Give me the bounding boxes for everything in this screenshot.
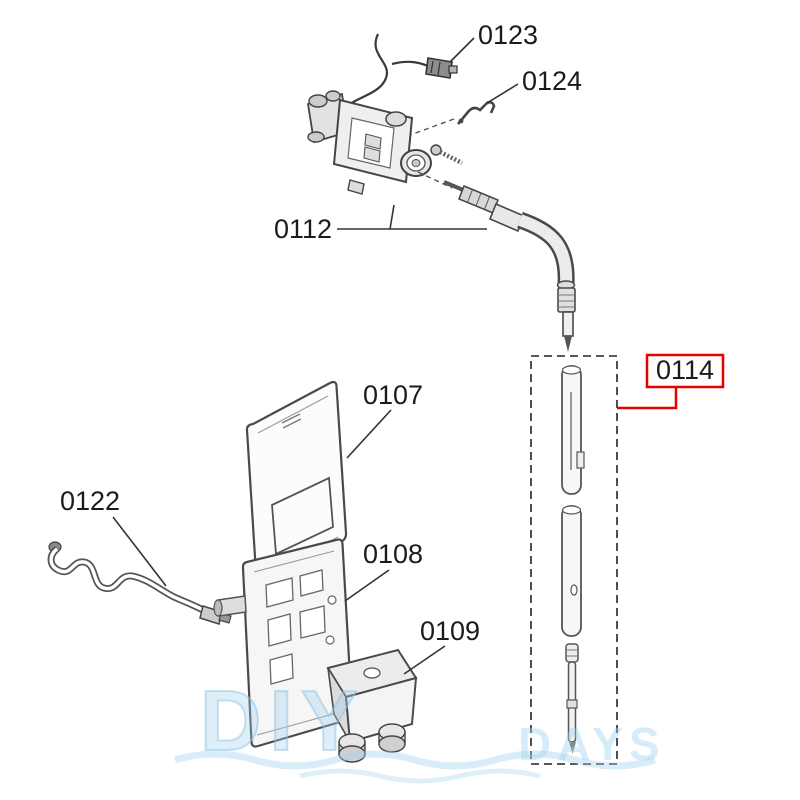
part-0114-group — [530, 355, 618, 765]
hose-fill — [49, 547, 208, 614]
block-barrel-core — [411, 159, 421, 167]
clip-shape — [457, 100, 496, 125]
collar-rib — [467, 189, 473, 203]
panel-hole — [327, 595, 337, 605]
nozzle-tip — [564, 336, 572, 352]
connector-detail — [437, 61, 441, 76]
panel-cutout — [299, 569, 324, 597]
watermark: DIY DAYS — [173, 673, 666, 784]
wire — [349, 33, 389, 105]
block-knob — [307, 131, 325, 143]
part-label-0123: 0123 — [478, 20, 538, 50]
upper-tube-notch — [576, 451, 585, 469]
screw — [430, 144, 464, 166]
part-label-0122: 0122 — [60, 486, 120, 516]
panel-slot — [281, 413, 301, 424]
panel-inner-border — [253, 550, 345, 736]
block-knob — [308, 94, 328, 108]
highlight-label-0114: 0114 — [617, 353, 725, 410]
lower-tube-hole — [570, 584, 578, 596]
bracket-foot-right-bottom — [378, 735, 406, 753]
leader-0124 — [486, 83, 519, 104]
connector-detail — [430, 60, 434, 74]
dashed-boundary-box — [530, 355, 618, 765]
highlight-leader — [617, 388, 678, 410]
part-0122-hose — [47, 541, 232, 625]
watermark-text-left: DIY — [200, 674, 366, 769]
panel-hole — [325, 635, 335, 645]
panel-cutout — [269, 653, 294, 685]
part-label-0114: 0114 — [656, 355, 714, 385]
elbow-tube-fill — [517, 214, 573, 285]
block-detail — [363, 146, 381, 163]
panel-nozzle-cap — [213, 599, 223, 617]
part-0112-assembly — [306, 33, 576, 352]
leader-0112-block — [389, 204, 395, 230]
panel-cutout — [265, 577, 294, 608]
connector-pin — [448, 65, 458, 74]
part-label-0107: 0107 — [363, 380, 423, 410]
screw-thread — [438, 149, 464, 166]
block-tab — [347, 179, 365, 195]
watermark-text-right: DAYS — [518, 718, 666, 770]
collar-rib — [475, 192, 482, 207]
watermark-wave — [173, 750, 657, 770]
panel-slot — [282, 418, 302, 429]
part-label-0108: 0108 — [363, 539, 423, 569]
lower-tube-opening — [561, 505, 582, 515]
leader-0108 — [344, 569, 390, 602]
part-label-0109: 0109 — [420, 616, 480, 646]
bracket-hole — [363, 667, 381, 679]
collar-rib — [484, 196, 490, 210]
leader-0123 — [449, 37, 475, 63]
nozzle-connector — [557, 287, 576, 313]
tube-mid — [488, 202, 526, 233]
part-0109-bracket — [326, 648, 418, 763]
wire-branch — [391, 60, 429, 68]
assembly-dash-shaft — [417, 171, 453, 189]
clip-detail — [458, 118, 464, 124]
panel-cutout — [299, 605, 326, 639]
assembly-dash-clip — [409, 118, 455, 136]
injector-collar — [566, 699, 578, 709]
part-label-0112: 0112 — [274, 214, 332, 244]
leader-0122 — [112, 516, 167, 587]
panel-cutout — [267, 613, 292, 647]
part-label-0124: 0124 — [522, 66, 582, 96]
block-knob — [325, 90, 341, 102]
bracket-foot-left-bottom — [338, 745, 366, 763]
block-detail — [364, 133, 382, 150]
part-0123-connector — [425, 57, 458, 79]
injector-tip — [569, 742, 576, 754]
panel-window — [271, 476, 334, 556]
watermark-wave-small — [299, 768, 541, 784]
lower-tube — [561, 505, 582, 637]
part-0108-panel — [213, 538, 354, 748]
leader-0109 — [403, 645, 446, 675]
nozzle-body — [562, 311, 574, 337]
injector-head — [565, 643, 579, 663]
block-top-knob — [385, 111, 407, 127]
leader-0107 — [346, 409, 392, 459]
upper-tube-opening — [561, 365, 582, 375]
highlight-box — [645, 353, 725, 389]
part-0124-clip — [457, 100, 496, 125]
